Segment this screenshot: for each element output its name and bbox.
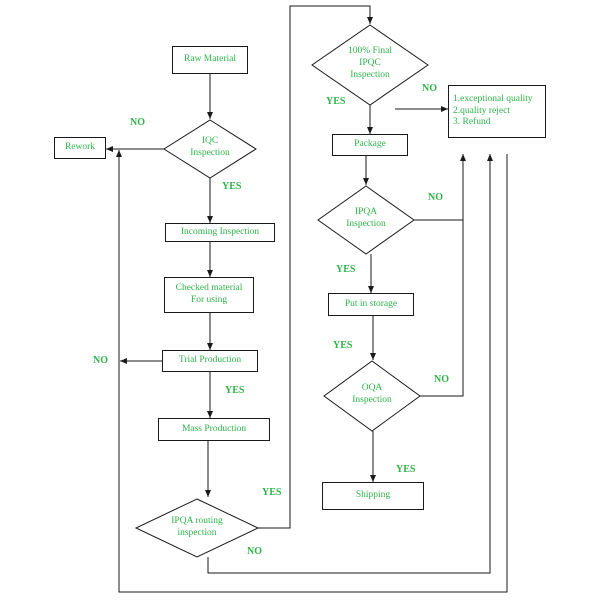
final-no-label: NO <box>422 83 437 94</box>
iqc-no-label: NO <box>130 117 145 128</box>
final-yes-label: YES <box>326 96 346 107</box>
arrow-loop-to-rework <box>116 150 508 593</box>
raw-material-box: Raw Material <box>172 46 248 74</box>
oqa-yes-label: YES <box>396 464 416 475</box>
routing-yes-label: YES <box>262 487 282 498</box>
oqa-no-label: NO <box>434 374 449 385</box>
ipqa-routing-diamond <box>134 498 260 558</box>
outcomes-box: 1.exceptional quality 2.quality reject 3… <box>448 85 546 138</box>
package-box: Package <box>332 134 408 156</box>
ipqa-no-label: NO <box>428 192 443 203</box>
final-ipqc-label: 100% Final IPQC Inspection <box>347 46 393 80</box>
checked-material-box: Checked material For using <box>164 277 254 313</box>
trial-yes-label: YES <box>225 385 245 396</box>
routing-no-label: NO <box>247 546 262 557</box>
put-in-storage-box: Put in storage <box>328 293 414 316</box>
ipqa-yes-label: YES <box>336 264 356 275</box>
shipping-box: Shipping <box>322 482 424 510</box>
mass-production-box: Mass Production <box>158 418 270 441</box>
arrow-routing-yes-to-final <box>258 5 373 529</box>
oqa-inspection-label: OQA Inspection <box>352 383 392 405</box>
iqc-inspection-label: IQC Inspection <box>190 136 230 158</box>
rework-box: Rework <box>54 137 106 159</box>
iqc-yes-label: YES <box>222 181 242 192</box>
ipqa-inspection-diamond <box>317 185 415 255</box>
oqa-inspection-diamond <box>323 360 421 432</box>
trial-no-label: NO <box>93 355 108 366</box>
arrow-routing-no-to-outcomes <box>207 154 493 574</box>
arrow-oqa-no-to-outcomes <box>420 220 464 397</box>
storage-yes-label: YES <box>333 340 353 351</box>
trial-production-box: Trial Production <box>162 350 258 372</box>
arrow-ipqa-no-to-outcomes <box>414 154 466 221</box>
incoming-inspection-box: Incoming Inspection <box>165 223 275 242</box>
ipqa-inspection-label: IPQA Inspection <box>346 207 386 229</box>
ipqa-routing-label: IPQA routing inspection <box>171 516 223 538</box>
